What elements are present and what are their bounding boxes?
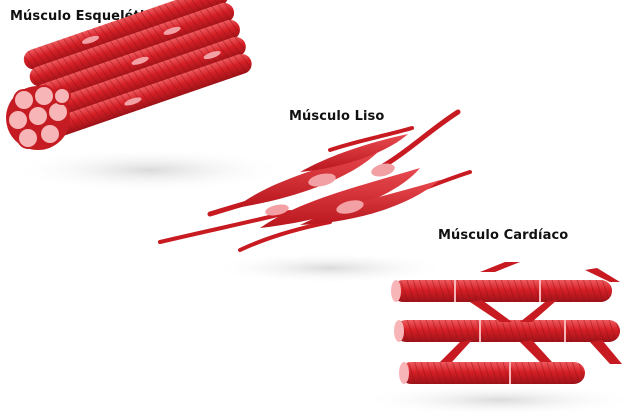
cardiac-muscle-fibers	[391, 262, 622, 384]
cardiac-shadow	[360, 384, 636, 416]
skeletal-muscle-bundle	[6, 0, 254, 150]
skeletal-shadow	[10, 148, 290, 192]
smooth-shadow	[210, 252, 450, 284]
skeletal-cross-section	[6, 86, 70, 150]
